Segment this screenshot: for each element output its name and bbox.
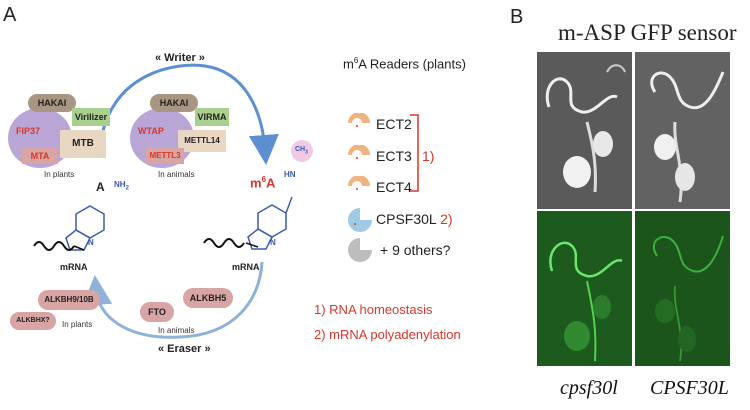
alkbh9-pill: ALKBH9/10B bbox=[38, 290, 100, 310]
panel-a-letter: A bbox=[3, 4, 17, 26]
function-1: 1) RNA homeostasis bbox=[314, 302, 433, 317]
rna-wave-right bbox=[203, 238, 245, 248]
seedling-bright-left bbox=[545, 64, 626, 193]
reader-label-ect3: ECT3 bbox=[376, 148, 412, 164]
hakai-animals-pill: HAKAI bbox=[150, 94, 198, 112]
label-CPSF30L: CPSF30L bbox=[650, 377, 729, 399]
hakai-plants-pill: HAKAI bbox=[28, 94, 76, 112]
virilizer-box: Virilizer bbox=[72, 108, 110, 126]
animals-writer-caption: In animals bbox=[158, 170, 195, 179]
label-cpsf30l: cpsf30l bbox=[560, 377, 618, 399]
photo-CPSF30L-gfp bbox=[635, 211, 730, 366]
mtb-box: MTB bbox=[60, 130, 106, 158]
animals-eraser-caption: In animals bbox=[158, 326, 195, 335]
ect4-reader-icon bbox=[348, 176, 370, 190]
ect3-reader-icon bbox=[348, 145, 370, 159]
eraser-label: « Eraser » bbox=[158, 343, 211, 355]
m6a-structure bbox=[203, 196, 293, 250]
writer-arrow bbox=[98, 63, 279, 165]
photo-CPSF30L-bright bbox=[635, 52, 730, 209]
seedling-bright-right bbox=[650, 71, 725, 203]
seedling-gfp-right bbox=[652, 235, 724, 362]
methyl-highlight bbox=[291, 140, 313, 162]
plants-writer-caption: In plants bbox=[44, 170, 75, 179]
seedling-gfp-left bbox=[549, 241, 623, 362]
reader-label-ect2: ECT2 bbox=[376, 116, 412, 132]
mta-box: MTA bbox=[22, 148, 58, 164]
alkbh5-pill: ALKBH5 bbox=[183, 288, 233, 308]
ect-group-tag: 1) bbox=[422, 148, 435, 164]
ect-bracket bbox=[410, 114, 419, 192]
eraser-arrow bbox=[82, 261, 264, 339]
plants-eraser-caption: In plants bbox=[62, 320, 93, 329]
photo-cpsf30l-bright bbox=[537, 52, 632, 209]
alkbhx-pill: ALKBHX? bbox=[10, 312, 56, 330]
writer-label: « Writer » bbox=[155, 52, 205, 64]
reader-label-ect4: ECT4 bbox=[376, 179, 412, 195]
fto-pill: FTO bbox=[140, 302, 174, 322]
photo-cpsf30l-gfp bbox=[537, 211, 632, 366]
panel-b-letter: B bbox=[510, 6, 524, 28]
rna-wave-left bbox=[33, 241, 75, 251]
methyl-label: CH3 bbox=[295, 146, 308, 156]
rna-label-right: mRNA bbox=[232, 262, 260, 272]
m6a-n-label: N bbox=[270, 238, 276, 247]
panel-b-title: m-ASP GFP sensor bbox=[558, 20, 737, 45]
adenosine-structure bbox=[33, 205, 105, 251]
mettl3-box: METTL3 bbox=[146, 148, 184, 164]
others-reader-icon bbox=[348, 238, 372, 262]
adenosine-nh2: NH2 bbox=[114, 180, 129, 192]
reader-label-others: + 9 others? bbox=[380, 242, 451, 258]
fip37-label: FIP37 bbox=[16, 126, 41, 136]
cpsf30l-tag: 2) bbox=[440, 211, 453, 227]
mettl14-box: METTL14 bbox=[178, 130, 226, 152]
cpsf30l-reader-icon bbox=[348, 208, 372, 232]
adenosine-n-label: N bbox=[88, 238, 94, 247]
wtap-label: WTAP bbox=[138, 126, 164, 136]
reader-label-cpsf30l: CPSF30L 2) bbox=[376, 211, 453, 227]
virma-box: VIRMA bbox=[195, 108, 229, 126]
readers-title: m6A Readers (plants) bbox=[343, 56, 466, 72]
cycle-arrows bbox=[82, 63, 279, 339]
rna-label-left: mRNA bbox=[60, 262, 88, 272]
m6a-base-label: m6A bbox=[250, 175, 276, 191]
m6a-hn-label: HN bbox=[284, 170, 296, 179]
function-2: 2) mRNA polyadenylation bbox=[314, 327, 461, 342]
adenosine-base-label: A bbox=[96, 180, 105, 194]
ect2-reader-icon bbox=[348, 113, 370, 127]
